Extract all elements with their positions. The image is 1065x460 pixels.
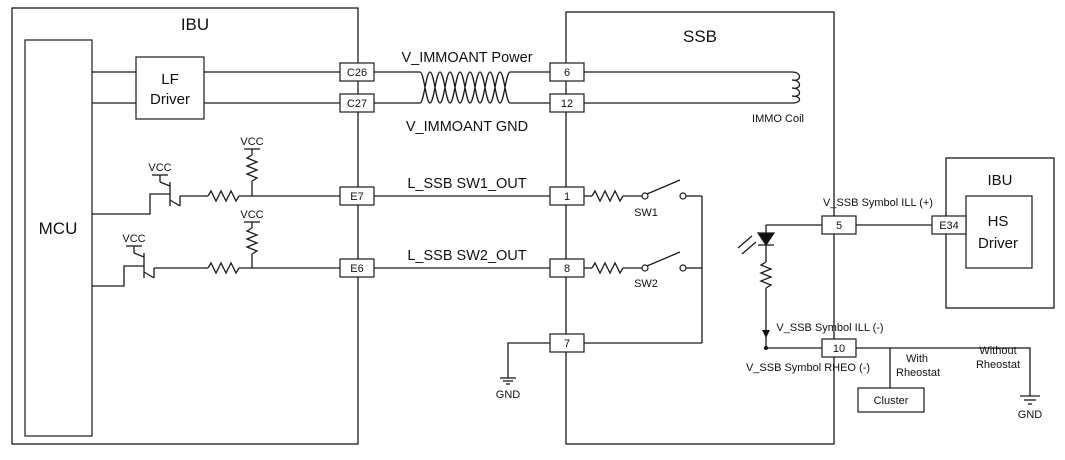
sw2-contact-a bbox=[641, 264, 649, 272]
vcc-label-2: VCC bbox=[240, 136, 263, 148]
pin-7-label: 7 bbox=[564, 338, 570, 350]
lf-driver-block bbox=[135, 56, 205, 120]
pin-e6-label: E6 bbox=[350, 263, 363, 275]
without-rheostat-label-2: Rheostat bbox=[976, 359, 1020, 371]
resistor-sw2 bbox=[591, 261, 624, 275]
signal-sw2-out: L_SSB SW2_OUT bbox=[407, 248, 526, 264]
ssb-title: SSB bbox=[683, 27, 717, 46]
ssb-block bbox=[565, 11, 835, 445]
resistor-sw1 bbox=[591, 189, 624, 203]
signal-immo-gnd: V_IMMOANT GND bbox=[406, 119, 528, 135]
cluster-block bbox=[857, 387, 925, 413]
ibu-right-title: IBU bbox=[987, 172, 1012, 189]
pin-12-label: 12 bbox=[561, 98, 573, 110]
vcc-label-3: VCC bbox=[122, 233, 145, 245]
with-rheostat-label-2: Rheostat bbox=[896, 367, 940, 379]
hs-driver-label-2: Driver bbox=[978, 235, 1018, 252]
with-rheostat-label-1: With bbox=[906, 353, 928, 365]
sw1-contact-a bbox=[641, 192, 649, 200]
arrow-down bbox=[762, 330, 770, 338]
immo-coil bbox=[791, 71, 801, 104]
pin-c27-label: C27 bbox=[347, 98, 367, 110]
hs-driver-block bbox=[965, 195, 1033, 269]
led-icon bbox=[756, 232, 776, 247]
transistor2-emitter bbox=[143, 271, 155, 279]
ibu-title: IBU bbox=[181, 15, 209, 34]
pin-10-label: 10 bbox=[833, 343, 845, 355]
wire-led-10 bbox=[765, 338, 822, 349]
wire-mcu-transistor1 bbox=[92, 193, 170, 215]
transistor2-collector bbox=[133, 252, 145, 258]
lf-driver-label-2: Driver bbox=[150, 91, 190, 108]
resistor-h2 bbox=[207, 261, 240, 275]
sw2-label: SW2 bbox=[634, 278, 658, 290]
resistor-led bbox=[759, 261, 773, 289]
sw1-contact-b bbox=[679, 192, 687, 200]
resistor-v2 bbox=[245, 227, 259, 255]
twisted-pair bbox=[419, 71, 511, 104]
pin-6-label: 6 bbox=[564, 67, 570, 79]
pin-8-label: 8 bbox=[564, 263, 570, 275]
pin-e7-label: E7 bbox=[350, 191, 363, 203]
sw1-lever bbox=[646, 179, 681, 195]
vcc-label-1: VCC bbox=[148, 162, 171, 174]
resistor-v1 bbox=[245, 154, 259, 182]
signal-symbol-rheo-minus: V_SSB Symbol RHEO (-) bbox=[746, 362, 870, 374]
ibu-block bbox=[11, 7, 359, 445]
junction-dot bbox=[764, 346, 768, 350]
gnd-left-label: GND bbox=[496, 389, 521, 401]
transistor1-collector bbox=[159, 181, 171, 187]
sw2-contact-b bbox=[679, 264, 687, 272]
resistor-h1 bbox=[207, 189, 240, 203]
vcc-label-4: VCC bbox=[240, 209, 263, 221]
hs-driver-label-1: HS bbox=[988, 213, 1009, 230]
led-ray-2 bbox=[741, 241, 757, 255]
sw2-lever bbox=[646, 251, 681, 267]
pin-c26-label: C26 bbox=[347, 67, 367, 79]
immo-coil-label: IMMO Coil bbox=[752, 113, 804, 125]
signal-immo-power: V_IMMOANT Power bbox=[401, 50, 532, 66]
pin-e34 bbox=[931, 215, 967, 235]
signal-sw1-out: L_SSB SW1_OUT bbox=[407, 176, 526, 192]
led-ray-1 bbox=[737, 235, 753, 249]
mcu-block bbox=[24, 39, 93, 437]
gnd-right-label: GND bbox=[1018, 409, 1043, 421]
sw1-label: SW1 bbox=[634, 207, 658, 219]
signal-symbol-ill-minus: V_SSB Symbol ILL (-) bbox=[776, 322, 883, 334]
wire-7-gnd bbox=[507, 342, 550, 378]
without-rheostat-label-1: Without bbox=[979, 345, 1016, 357]
signal-symbol-ill-plus: V_SSB Symbol ILL (+) bbox=[823, 197, 933, 209]
pin-5-label: 5 bbox=[836, 220, 842, 232]
wire-10-gnd bbox=[856, 347, 1031, 396]
pin-e34-label: E34 bbox=[939, 220, 959, 232]
pin-1-label: 1 bbox=[564, 191, 570, 203]
mcu-label: MCU bbox=[39, 219, 78, 238]
wire-mcu-transistor2 bbox=[92, 265, 144, 287]
lf-driver-label-1: LF bbox=[161, 71, 179, 88]
transistor1-emitter bbox=[169, 199, 181, 207]
cluster-label: Cluster bbox=[874, 395, 909, 407]
